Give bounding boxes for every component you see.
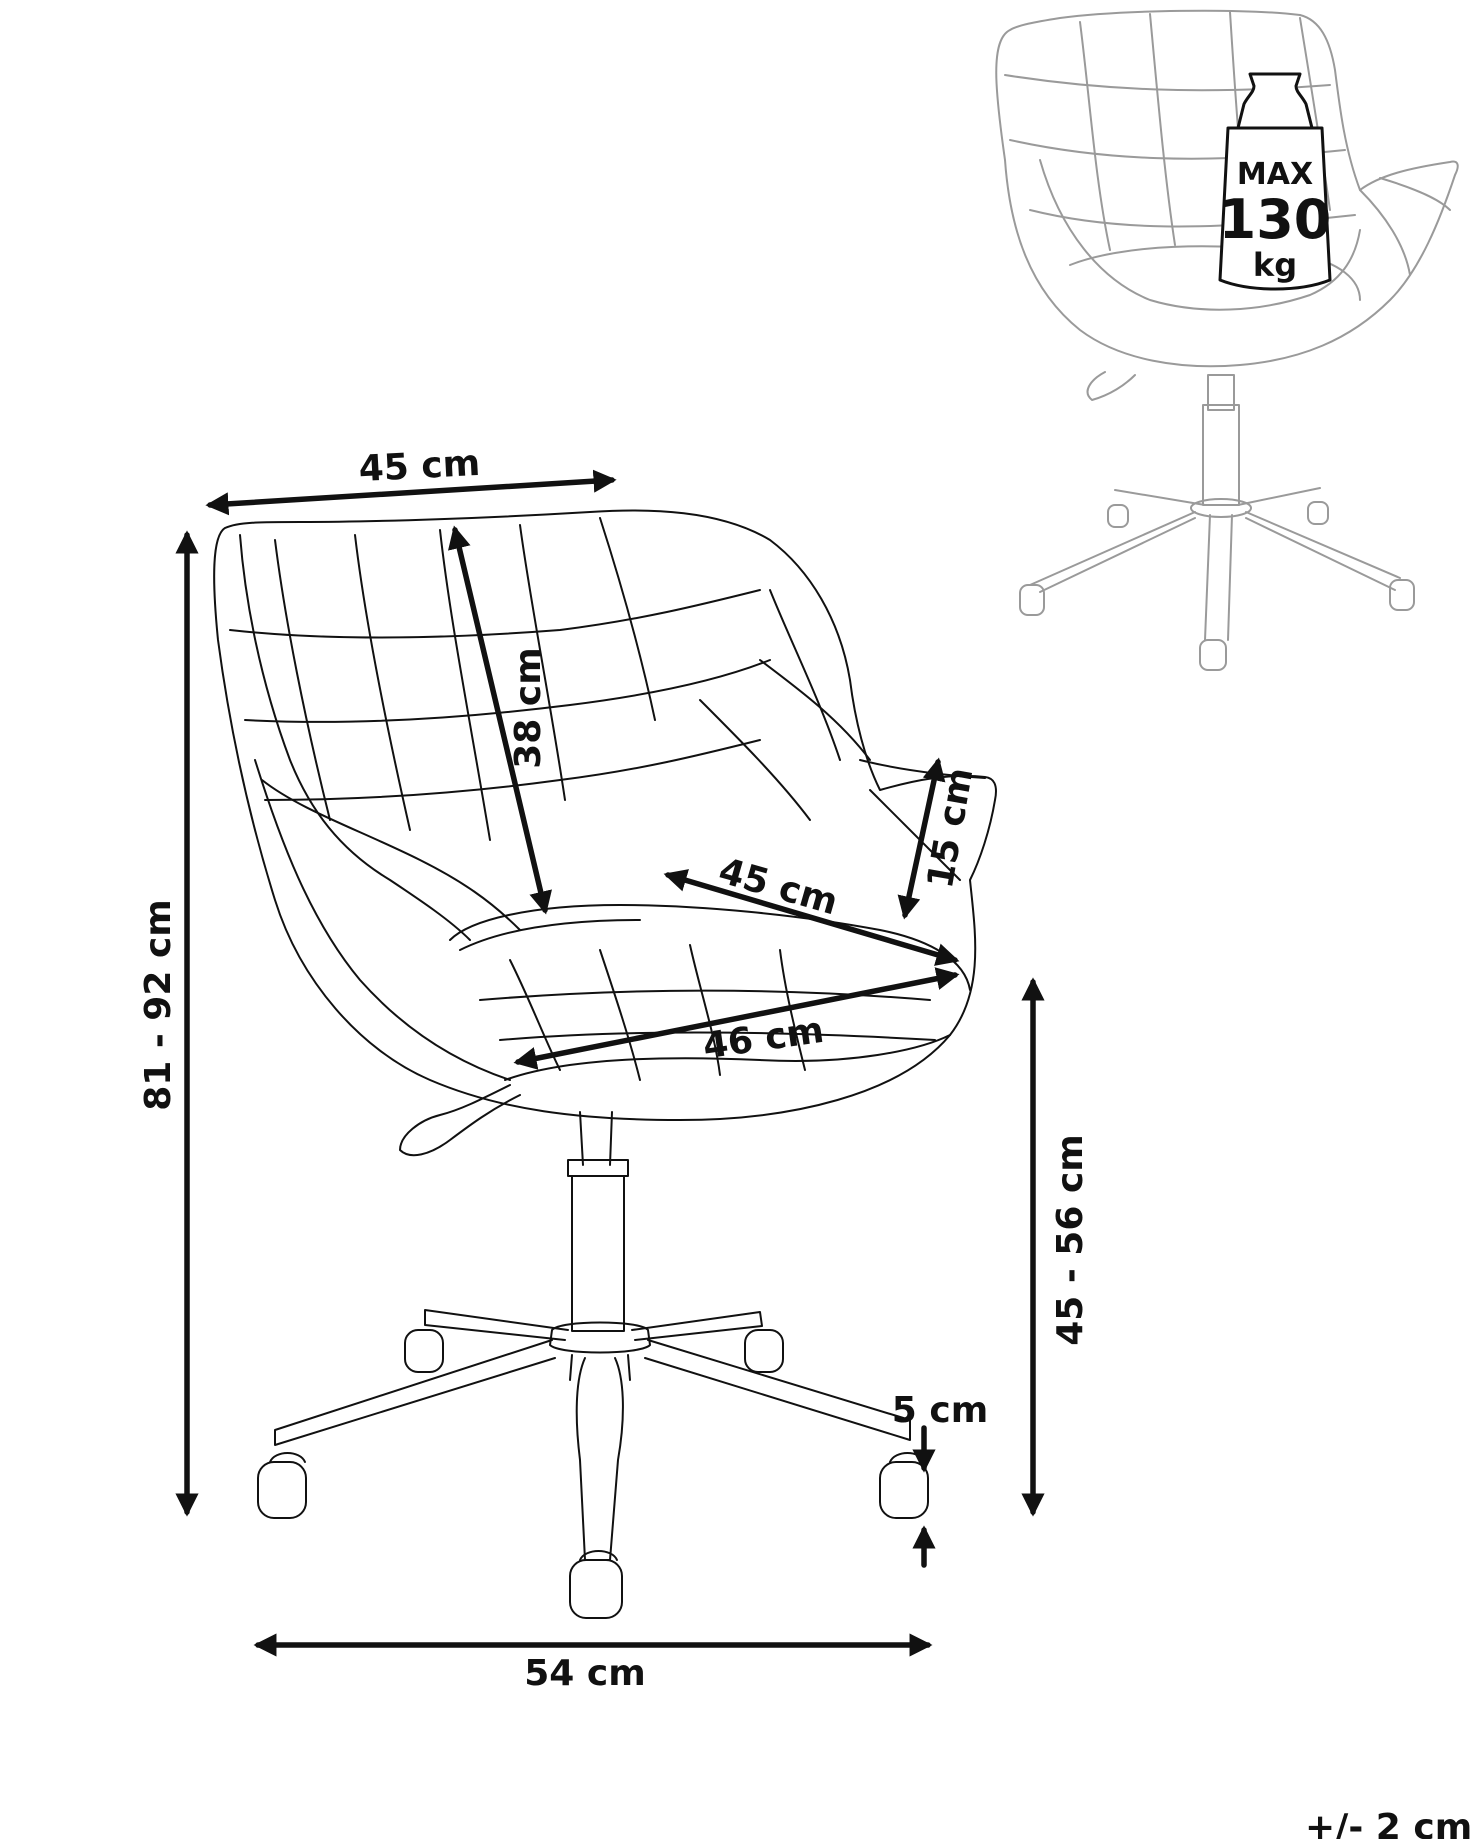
reference-chair-drawing bbox=[995, 9, 1459, 671]
weight-badge-label: MAX bbox=[1237, 157, 1313, 192]
label-top-width: 45 cm bbox=[358, 443, 481, 490]
arrow-top-width bbox=[205, 469, 617, 516]
label-base-width: 54 cm bbox=[524, 1653, 645, 1694]
label-tolerance: +/- 2 cm bbox=[1305, 1807, 1470, 1839]
label-seat-height: 45 - 56 cm bbox=[1050, 1134, 1091, 1346]
label-seat-width: 46 cm bbox=[700, 1010, 826, 1068]
label-back-height: 38 cm bbox=[508, 647, 549, 768]
weight-badge-unit: kg bbox=[1253, 246, 1297, 284]
label-arm-height: 15 cm bbox=[920, 765, 981, 892]
arrow-back-height bbox=[448, 525, 552, 915]
label-wheel-height: 5 cm bbox=[892, 1390, 988, 1431]
arrow-seat-width bbox=[513, 967, 960, 1070]
main-chair-drawing bbox=[213, 509, 997, 1619]
label-total-height: 81 - 92 cm bbox=[138, 899, 179, 1111]
weight-badge-value: 130 bbox=[1219, 188, 1332, 251]
label-seat-depth: 45 cm bbox=[714, 850, 842, 923]
arrow-seat-depth bbox=[663, 869, 960, 966]
dimension-arrows bbox=[175, 469, 1045, 1657]
weight-icon: MAX 130 kg bbox=[1218, 72, 1332, 291]
